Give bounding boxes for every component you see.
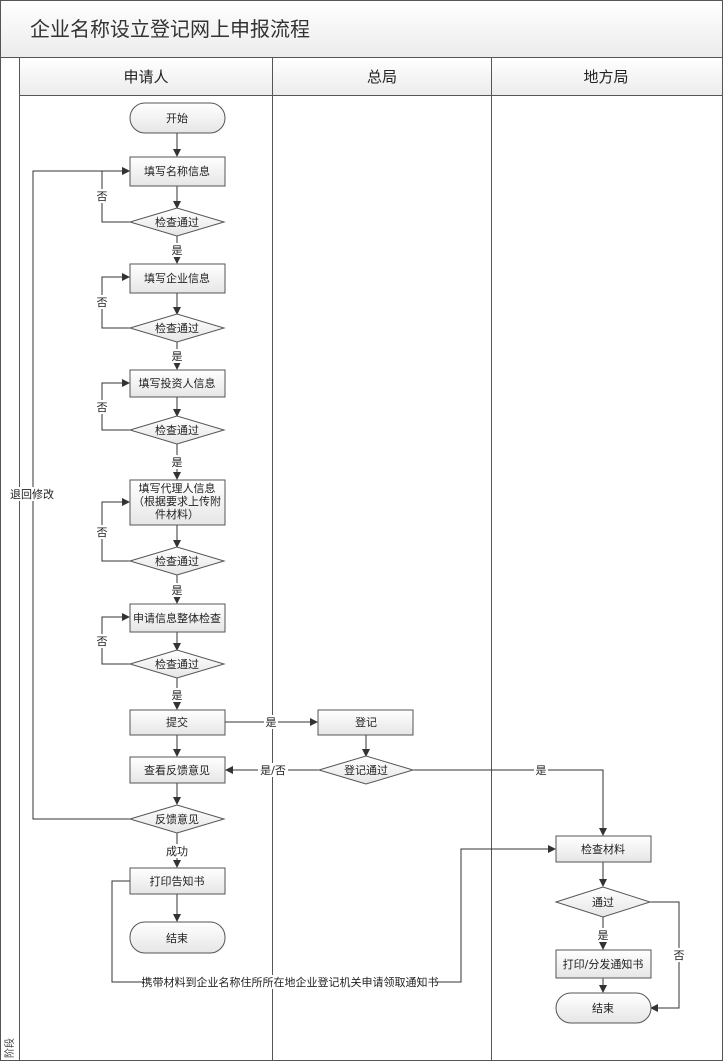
check-label-1: 检查通过 [155,215,199,229]
fill-agent-label-line2: （根据要求上传附 [133,494,221,508]
edge-label-no-1: 否 [97,190,108,203]
fill-agent-box [129,479,226,526]
lane-applicant-header: 申请人 [123,68,168,86]
edge-label-yes-5: 是 [172,689,183,702]
fill-company-box [129,263,226,294]
edge-label-yes-3: 是 [172,456,183,469]
end-label-applicant: 结束 [166,932,188,945]
print-notice-label: 打印告知书 [150,874,205,888]
edge-label-yes-2: 是 [172,350,183,363]
end-terminal-applicant [129,921,226,954]
submit-label: 提交 [166,715,188,729]
end-terminal-local [555,992,652,1024]
edge-label-yes-pass: 是 [598,929,609,942]
edge-label-no-pass: 否 [674,949,685,962]
submit-box [129,709,226,736]
edge-label-no-2: 否 [97,296,108,309]
check-materials-box [555,835,652,863]
feedback-label: 反馈意见 [155,812,199,826]
fill-name-box [129,156,226,187]
print-distribute-label: 打印/分发通知书 [563,957,644,971]
edge-label-yes-submit: 是 [266,716,277,729]
print-notice-box [129,867,226,895]
check-decision-4 [128,546,226,576]
phase-label: 阶段 [3,1038,16,1058]
lane-local-bureau-header: 地方局 [583,68,628,86]
register-pass-label: 登记通过 [344,763,388,777]
feedback-decision [128,804,226,834]
fill-name-label: 填写名称信息 [144,164,210,178]
check-decision-5 [128,649,226,679]
fill-agent-label-line1: 填写代理人信息 [139,481,216,495]
edge-label-yes-register: 是 [536,764,547,777]
edge-label-carry-materials: 携带材料到企业名称住所所在地企业登记机关申请领取通知书 [142,975,439,989]
fill-investor-box [129,369,226,398]
check-label-3: 检查通过 [155,423,199,437]
fill-investor-label: 填写投资人信息 [139,376,216,390]
view-feedback-box [129,756,226,784]
check-decision-2 [128,313,226,343]
fill-company-label: 填写企业信息 [144,271,210,285]
title-bar [1,1,722,57]
edge-label-success: 成功 [166,845,188,858]
register-box [317,709,414,736]
check-decision-1 [128,207,226,237]
view-feedback-label: 查看反馈意见 [144,763,210,777]
edge-label-yes-4: 是 [172,584,183,597]
check-label-2: 检查通过 [155,321,199,335]
start-terminal [129,102,226,134]
check-label-5: 检查通过 [155,657,199,671]
register-pass-decision [317,755,415,785]
print-distribute-box [555,949,652,979]
edge-label-yes-1: 是 [172,244,183,257]
edge-label-no-3: 否 [97,401,108,414]
lane-header-bar [20,58,722,95]
fill-agent-label-line3: 件材料） [155,507,199,521]
edge-label-no-4: 否 [97,526,108,539]
pass-label: 通过 [592,896,614,909]
end-label-local: 结束 [592,1002,614,1015]
pass-decision [554,886,652,918]
edge-label-no-5: 否 [97,635,108,648]
check-label-4: 检查通过 [155,554,199,568]
check-materials-label: 检查材料 [581,842,625,856]
register-label: 登记 [355,715,377,729]
start-label: 开始 [166,111,188,125]
overall-check-box [129,603,226,633]
overall-check-label: 申请信息整体检查 [133,611,221,625]
diagram-title: 企业名称设立登记网上申报流程 [30,17,310,41]
edge-label-yes-no: 是/否 [260,764,286,777]
check-decision-3 [128,415,226,445]
edge-label-return-modify: 退回修改 [10,487,54,501]
lane-headquarters-header: 总局 [367,68,397,86]
